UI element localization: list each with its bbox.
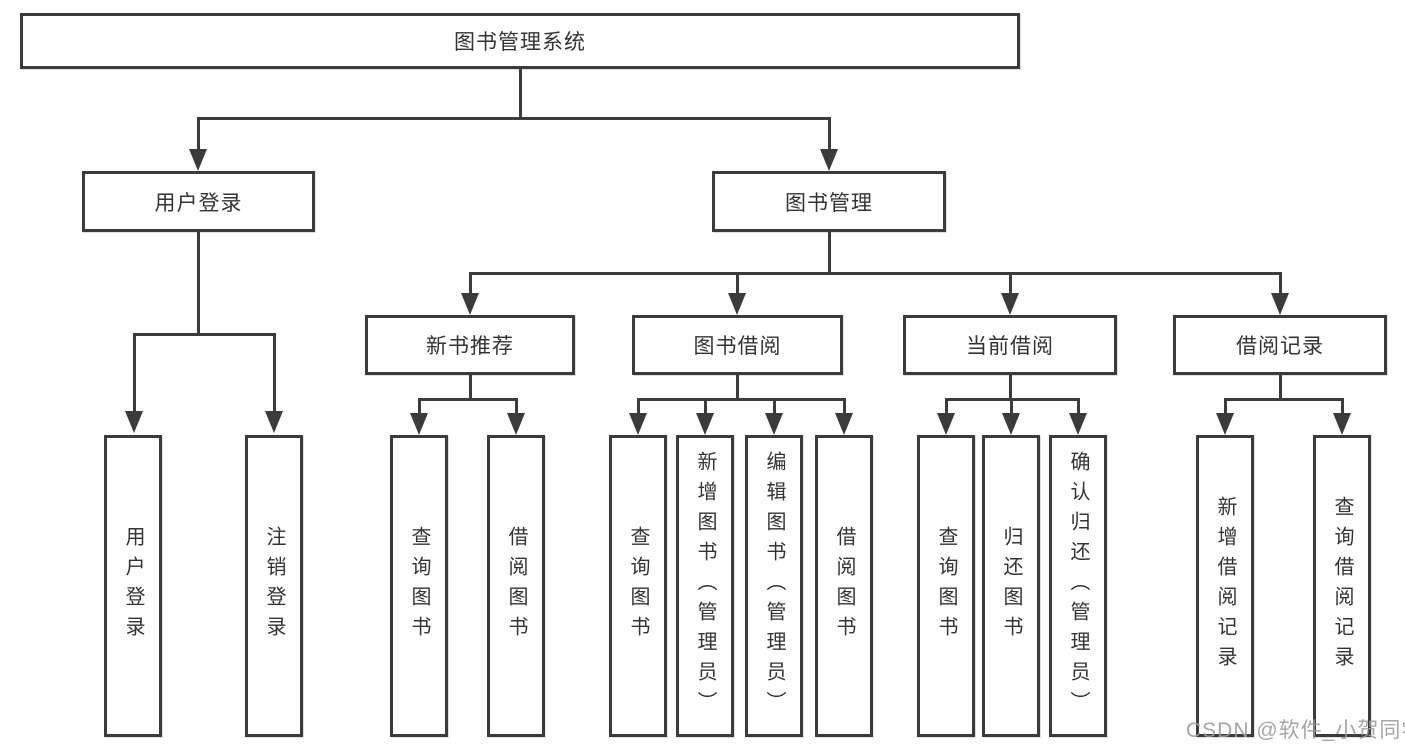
node-current-borrow: 当前借阅 — [903, 315, 1117, 375]
arrow-down-icon — [189, 149, 207, 171]
arrow-down-icon — [265, 411, 283, 433]
arrow-down-icon — [765, 413, 783, 435]
connector-line — [273, 333, 276, 415]
node-label: 借阅记录 — [1236, 335, 1324, 358]
leaf-query-books-1: 查询图书 — [390, 435, 448, 737]
connector-line — [197, 232, 200, 335]
connector-line — [736, 272, 739, 295]
connector-line — [828, 232, 831, 274]
connector-line — [519, 69, 522, 118]
leaf-label: 新增借阅记录 — [1214, 496, 1236, 676]
arrow-down-icon — [1001, 293, 1019, 315]
csdn-watermark: CSDN @软件_小贺同学 — [1186, 719, 1405, 742]
leaf-user-login: 用户登录 — [104, 435, 162, 737]
leaf-add-books-admin: 新增图书（管理员） — [676, 435, 734, 737]
connector-line — [843, 398, 846, 415]
connector-line — [469, 272, 472, 295]
leaf-label: 查询图书 — [935, 526, 957, 646]
connector-line — [133, 333, 136, 415]
connector-line — [637, 398, 846, 401]
leaf-label: 查询借阅记录 — [1331, 496, 1353, 676]
connector-line — [828, 117, 831, 151]
arrow-down-icon — [507, 413, 525, 435]
connector-line — [418, 398, 518, 401]
connector-line — [1224, 398, 1227, 415]
arrow-down-icon — [835, 413, 853, 435]
leaf-query-books-2: 查询图书 — [609, 435, 667, 737]
node-book-management: 图书管理 — [712, 171, 946, 232]
connector-line — [469, 272, 1282, 275]
leaf-label: 查询图书 — [408, 526, 430, 646]
connector-line — [197, 117, 831, 120]
connector-line — [736, 375, 739, 400]
arrow-down-icon — [125, 411, 143, 433]
leaf-edit-books-admin: 编辑图书（管理员） — [745, 435, 803, 737]
leaf-label: 查询图书 — [627, 526, 649, 646]
leaf-label: 注销登录 — [263, 526, 285, 646]
leaf-borrow-books-2: 借阅图书 — [815, 435, 873, 737]
node-new-book-recommend: 新书推荐 — [365, 315, 575, 375]
leaf-borrow-books-1: 借阅图书 — [487, 435, 545, 737]
arrow-down-icon — [937, 413, 955, 435]
connector-line — [1010, 398, 1013, 415]
connector-line — [1279, 375, 1282, 400]
leaf-add-borrow-record: 新增借阅记录 — [1196, 435, 1254, 737]
connector-line — [469, 375, 472, 400]
connector-line — [515, 398, 518, 415]
node-user-login: 用户登录 — [82, 171, 315, 232]
arrow-down-icon — [410, 413, 428, 435]
connector-line — [1341, 398, 1344, 415]
node-book-borrow: 图书借阅 — [632, 315, 843, 375]
connector-line — [1077, 398, 1080, 415]
connector-line — [704, 398, 707, 415]
node-label: 新书推荐 — [426, 335, 514, 358]
node-label: 当前借阅 — [966, 335, 1054, 358]
leaf-label: 借阅图书 — [505, 526, 527, 646]
leaf-return-books: 归还图书 — [982, 435, 1040, 737]
node-library-system: 图书管理系统 — [20, 13, 1020, 69]
connector-line — [1009, 375, 1012, 400]
connector-line — [1009, 272, 1012, 295]
connector-line — [418, 398, 421, 415]
arrow-down-icon — [820, 149, 838, 171]
connector-line — [1224, 398, 1344, 401]
connector-line — [197, 117, 200, 151]
arrow-down-icon — [1069, 413, 1087, 435]
connector-line — [945, 398, 948, 415]
node-borrow-records: 借阅记录 — [1173, 315, 1387, 375]
leaf-label: 编辑图书（管理员） — [763, 451, 785, 721]
leaf-confirm-return-admin: 确认归还（管理员） — [1049, 435, 1107, 737]
node-label: 用户登录 — [154, 191, 243, 215]
leaf-label: 借阅图书 — [833, 526, 855, 646]
leaf-label: 新增图书（管理员） — [694, 451, 716, 721]
leaf-query-borrow-record: 查询借阅记录 — [1313, 435, 1371, 737]
arrow-down-icon — [461, 293, 479, 315]
leaf-label: 用户登录 — [122, 526, 144, 646]
node-label: 图书管理系统 — [454, 31, 586, 54]
connector-line — [133, 333, 276, 336]
leaf-label: 归还图书 — [1000, 526, 1022, 646]
leaf-query-books-3: 查询图书 — [917, 435, 975, 737]
connector-line — [773, 398, 776, 415]
node-label: 图书借阅 — [693, 335, 782, 358]
arrow-down-icon — [728, 293, 746, 315]
arrow-down-icon — [1271, 293, 1289, 315]
connector-line — [1279, 272, 1282, 295]
leaf-logout: 注销登录 — [245, 435, 303, 737]
arrow-down-icon — [1002, 413, 1020, 435]
arrow-down-icon — [1333, 413, 1351, 435]
connector-line — [637, 398, 640, 415]
node-label: 图书管理 — [785, 191, 873, 215]
arrow-down-icon — [696, 413, 714, 435]
arrow-down-icon — [1216, 413, 1234, 435]
leaf-label: 确认归还（管理员） — [1067, 451, 1089, 721]
arrow-down-icon — [629, 413, 647, 435]
